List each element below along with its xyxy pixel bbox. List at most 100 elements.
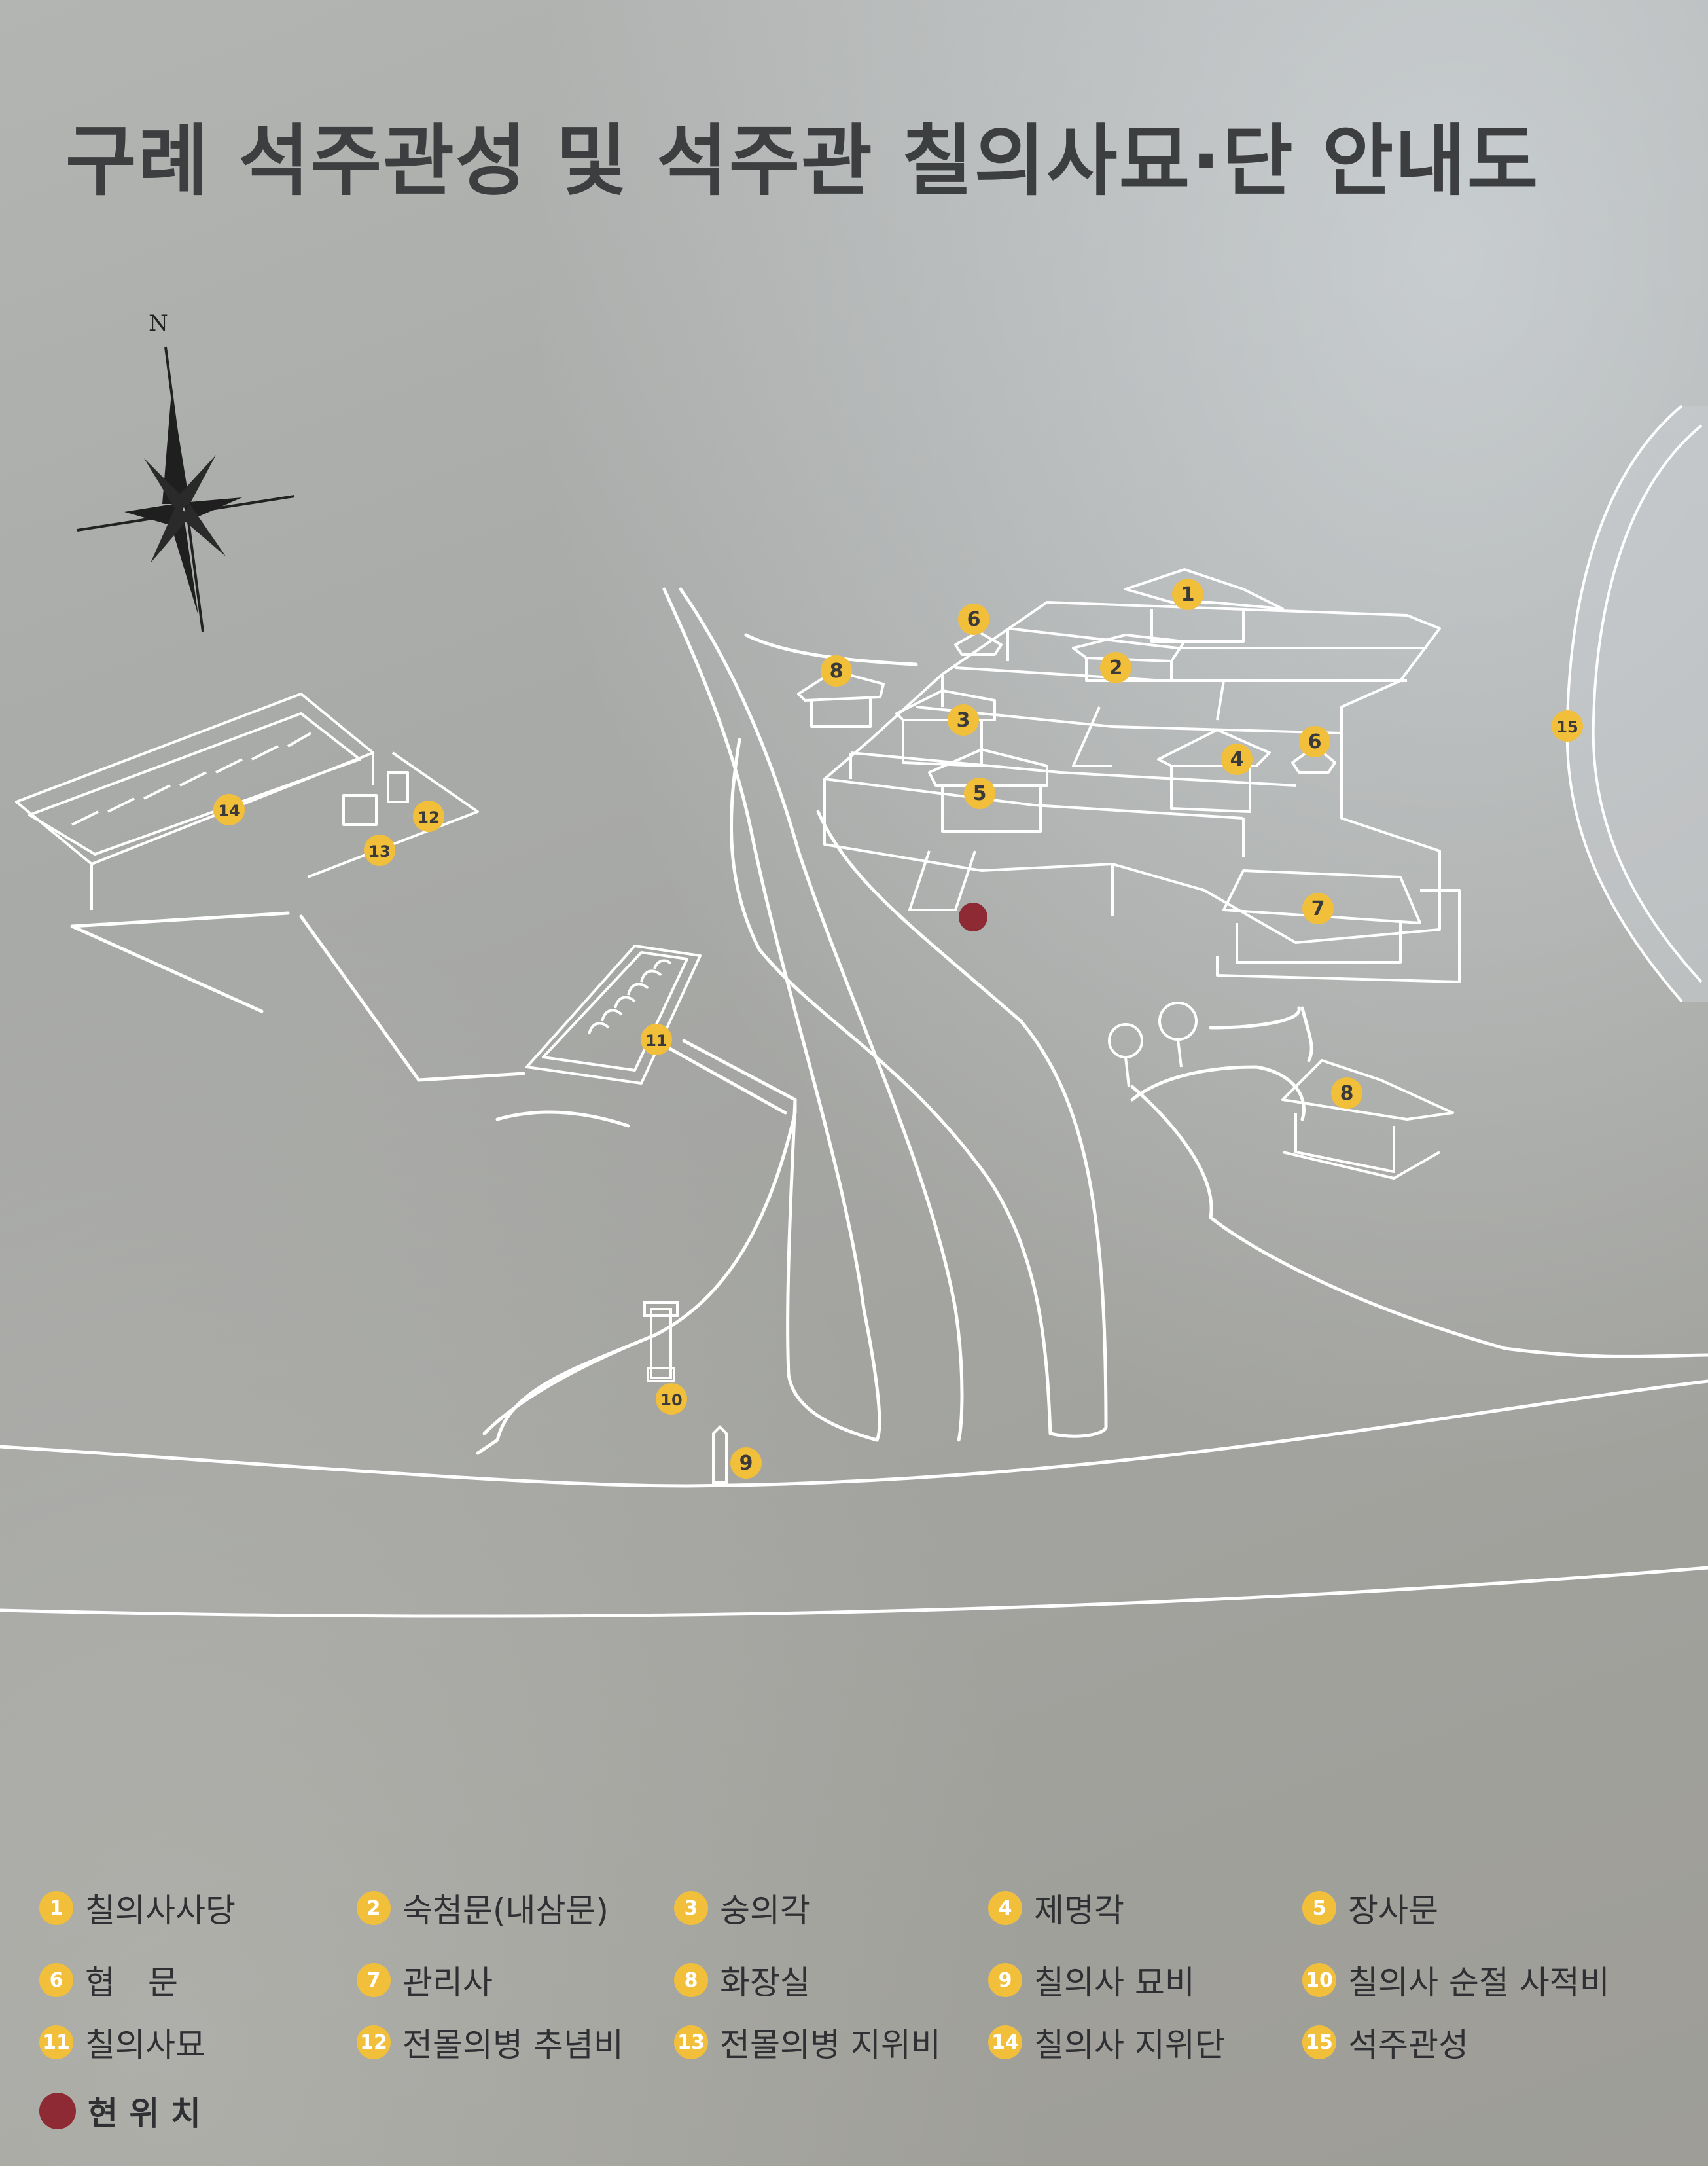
legend-number-badge: 14: [988, 2025, 1022, 2059]
compass-rose-icon: N: [77, 310, 295, 632]
legend-label: 관리사: [402, 1964, 493, 2002]
legend-number-badge: 8: [674, 1963, 708, 1997]
map-marker-10: 10: [656, 1383, 687, 1415]
legend-number-badge: 12: [357, 2025, 391, 2059]
fortress-wall-15: [1565, 405, 1708, 1003]
legend-label: 제명각: [1034, 1892, 1124, 1930]
map-marker-badge: [958, 604, 989, 635]
map-marker-3: 3: [948, 704, 979, 736]
map-marker-badge: [1302, 893, 1334, 924]
map-marker-8: 8: [821, 655, 852, 687]
map-marker-label: 4: [1230, 748, 1244, 771]
legend-item-4: 4 제명각: [988, 1885, 1124, 1931]
legend-item-11: 11 칠의사묘: [39, 2019, 205, 2065]
legend-number-badge: 15: [1302, 2025, 1336, 2059]
map-marker-4: 4: [1221, 744, 1253, 775]
map-marker-11: 11: [641, 1024, 672, 1055]
map-marker-badge: [1100, 652, 1131, 683]
legend-number-badge: 10: [1302, 1963, 1336, 1997]
legend-number-badge: 1: [39, 1891, 73, 1925]
legend-item-13: 13 전몰의병 지위비: [674, 2019, 941, 2065]
legend-item-12: 12 전몰의병 추념비: [357, 2019, 624, 2065]
map-marker-15: 15: [1552, 710, 1583, 742]
map-marker-5: 5: [964, 778, 995, 809]
legend-label: 칠의사 묘비: [1034, 1964, 1195, 2002]
map-marker-label: 5: [973, 782, 987, 805]
legend-label: 석주관성: [1348, 2026, 1468, 2064]
legend-item-9: 9 칠의사 묘비: [988, 1957, 1195, 2003]
map-marker-7: 7: [1302, 893, 1334, 924]
map-marker-label: 9: [739, 1452, 753, 1475]
map-marker-9: 9: [730, 1447, 762, 1479]
map-marker-label: 8: [1340, 1082, 1354, 1105]
legend-number-badge: 9: [988, 1963, 1022, 1997]
legend-item-3: 3 숭의각: [674, 1885, 810, 1931]
map-marker-8: 8: [1331, 1077, 1362, 1109]
map-marker-badge: [1221, 744, 1253, 775]
map-marker-label: 7: [1311, 897, 1325, 920]
current-location-marker: [959, 903, 987, 931]
legend-label: 칠의사 순절 사적비: [1348, 1964, 1610, 2002]
legend-number-badge: 11: [39, 2025, 73, 2059]
map-marker-6: 6: [958, 604, 989, 635]
map-marker-badge: [1299, 726, 1330, 757]
legend-label: 숭의각: [720, 1892, 810, 1930]
legend-label: 전몰의병 지위비: [720, 2026, 941, 2064]
monuments-9-10: [643, 1301, 728, 1484]
map-marker-badge: [1552, 710, 1583, 742]
map-marker-label: 10: [660, 1391, 682, 1409]
map-marker-badge: [656, 1383, 687, 1415]
map-marker-2: 2: [1100, 652, 1131, 683]
map-marker-label: 2: [1109, 657, 1123, 679]
page-title: 구례 석주관성 및 석주관 칠의사묘·단 안내도: [65, 116, 1540, 206]
map-marker-6: 6: [1299, 726, 1330, 757]
current-location-icon: [39, 2093, 76, 2129]
shrine-compound: [797, 568, 1461, 1180]
legend-label: 칠의사 지위단: [1034, 2026, 1225, 2064]
map-marker-badge: [641, 1024, 672, 1055]
map-marker-13: 13: [364, 835, 395, 866]
map-marker-label: 11: [645, 1032, 667, 1050]
map-marker-label: 13: [368, 842, 390, 861]
legend-item-8: 8 화장실: [674, 1957, 810, 2003]
map-marker-badge: [1172, 579, 1203, 610]
legend-item-2: 2 숙첨문(내삼문): [357, 1885, 609, 1931]
legend-number-badge: 13: [674, 2025, 708, 2059]
legend-number-badge: 7: [357, 1963, 391, 1997]
map-marker-1: 1: [1172, 579, 1203, 610]
compass-north-label: N: [149, 310, 168, 336]
legend-item-14: 14 칠의사 지위단: [988, 2019, 1225, 2065]
legend-number-badge: 2: [357, 1891, 391, 1925]
legend-label: 전몰의병 추념비: [402, 2026, 624, 2064]
legend-item-15: 15 석주관성: [1302, 2019, 1468, 2065]
map-marker-badge: [948, 704, 979, 736]
map-marker-label: 14: [218, 802, 240, 820]
roads: [0, 587, 1708, 1618]
legend-item-10: 10 칠의사 순절 사적비: [1302, 1957, 1610, 2003]
map-marker-label: 1: [1181, 583, 1195, 606]
map-marker-badge: [730, 1447, 762, 1479]
legend-number-badge: 4: [988, 1891, 1022, 1925]
map-marker-badge: [213, 794, 245, 825]
legend-label: 칠의사묘: [85, 2026, 205, 2064]
tomb-11: [525, 945, 702, 1085]
legend-item-7: 7 관리사: [357, 1957, 493, 2003]
map-marker-label: 15: [1556, 718, 1578, 736]
legend-number-badge: 3: [674, 1891, 708, 1925]
altar-14: [15, 693, 479, 910]
legend-label: 화장실: [720, 1964, 810, 2002]
map-marker-label: 3: [957, 709, 970, 732]
map-marker-label: 6: [1308, 731, 1322, 753]
map-marker-badge: [413, 801, 444, 832]
map-marker-label: 12: [418, 808, 439, 827]
legend-label: 숙첨문(내삼문): [402, 1892, 609, 1930]
legend-label: 협 문: [85, 1964, 178, 2002]
map-marker-label: 6: [967, 608, 981, 631]
map-marker-badge: [821, 655, 852, 687]
map-marker-14: 14: [213, 794, 245, 825]
